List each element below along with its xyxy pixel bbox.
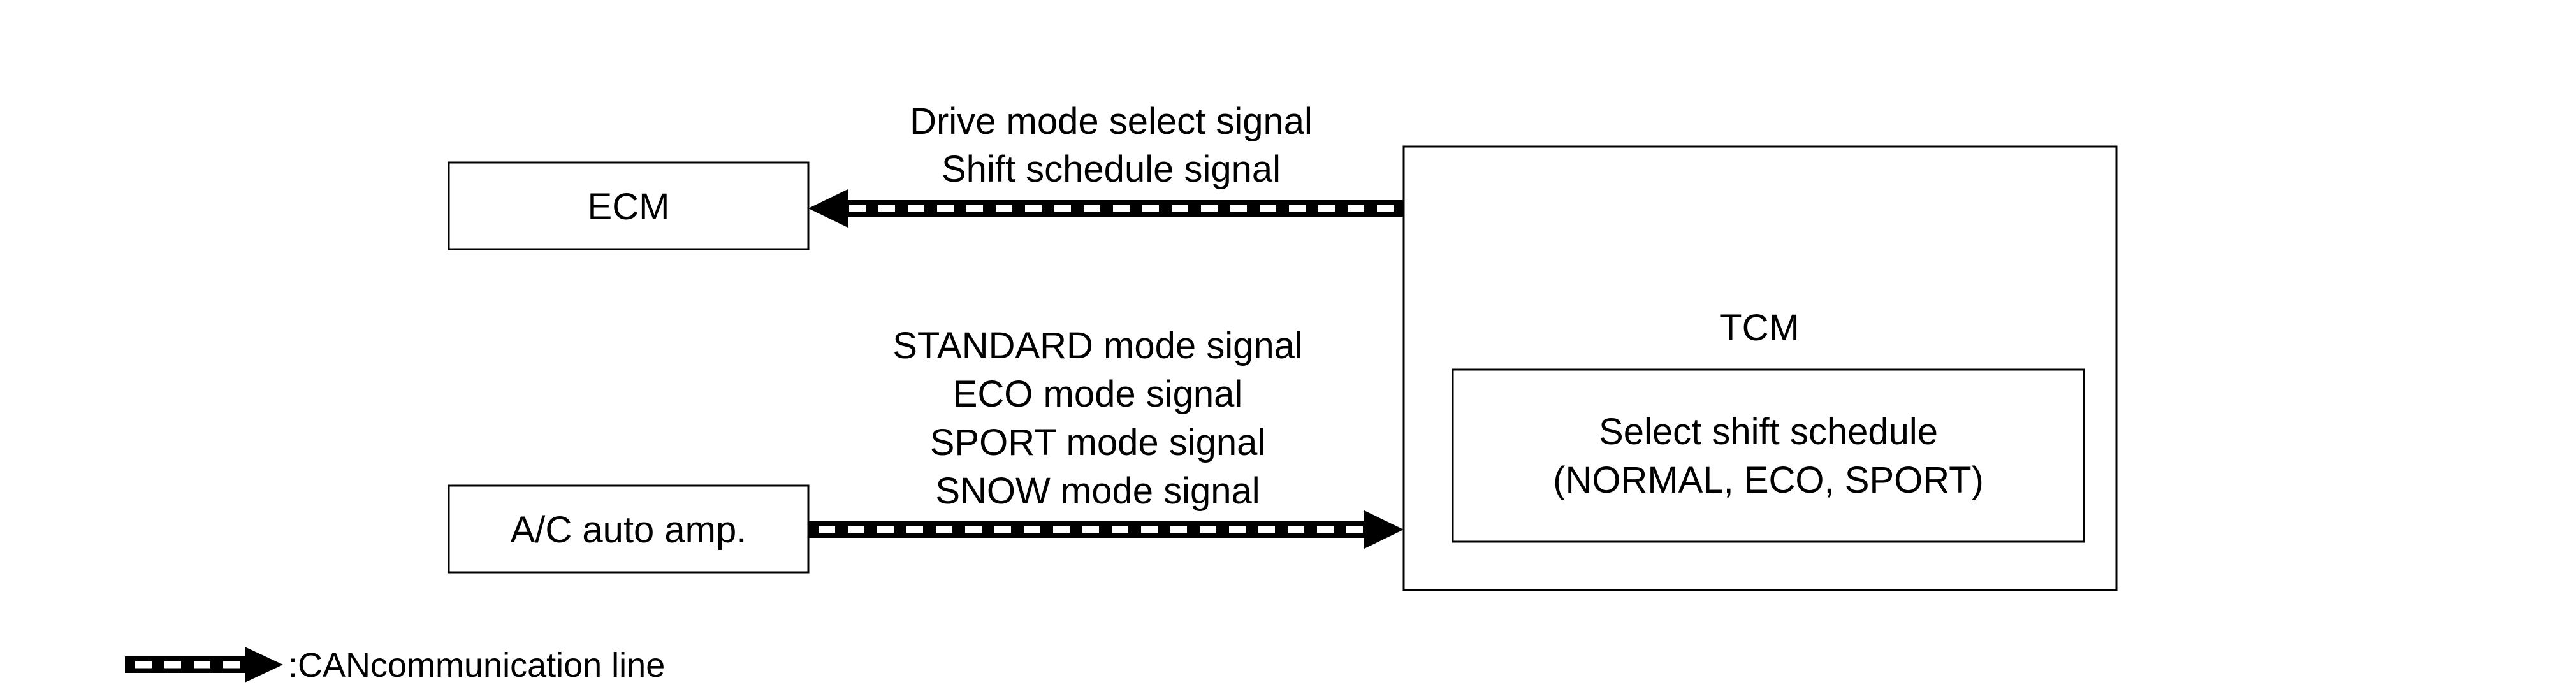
signal-snow-mode: SNOW mode signal xyxy=(935,470,1260,512)
select-shift-schedule-box xyxy=(1452,368,2085,543)
ac-to-tcm-connection: STANDARD mode signal ECO mode signal SPO… xyxy=(808,325,1404,549)
ac-auto-amp-box xyxy=(448,484,810,574)
signal-standard-mode: STANDARD mode signal xyxy=(892,325,1303,366)
arrowhead-left-icon xyxy=(808,189,848,228)
ecm-block: ECM xyxy=(448,161,810,250)
ac-auto-amp-block: A/C auto amp. xyxy=(448,484,810,574)
arrowhead-right-icon xyxy=(1364,510,1404,549)
legend-arrowhead-icon xyxy=(245,647,283,683)
signal-eco-mode: ECO mode signal xyxy=(953,373,1243,415)
signal-drive-mode-select: Drive mode select signal xyxy=(910,101,1313,142)
tcm-block: TCM Select shift schedule (NORMAL, ECO, … xyxy=(1402,145,2118,591)
tcm-label: TCM xyxy=(1719,307,1800,349)
select-shift-schedule-line1: Select shift schedule xyxy=(1599,411,1938,452)
signal-shift-schedule: Shift schedule signal xyxy=(942,148,1281,190)
legend-label: :CANcommunication line xyxy=(288,646,665,684)
tcm-to-ecm-connection: Drive mode select signal Shift schedule … xyxy=(808,101,1404,228)
legend: :CANcommunication line xyxy=(125,646,665,684)
ecm-label: ECM xyxy=(588,186,670,228)
ecm-box xyxy=(448,161,810,250)
signal-sport-mode: SPORT mode signal xyxy=(930,422,1266,463)
ac-auto-amp-label: A/C auto amp. xyxy=(511,509,747,551)
select-shift-schedule-line2: (NORMAL, ECO, SPORT) xyxy=(1553,459,1984,501)
